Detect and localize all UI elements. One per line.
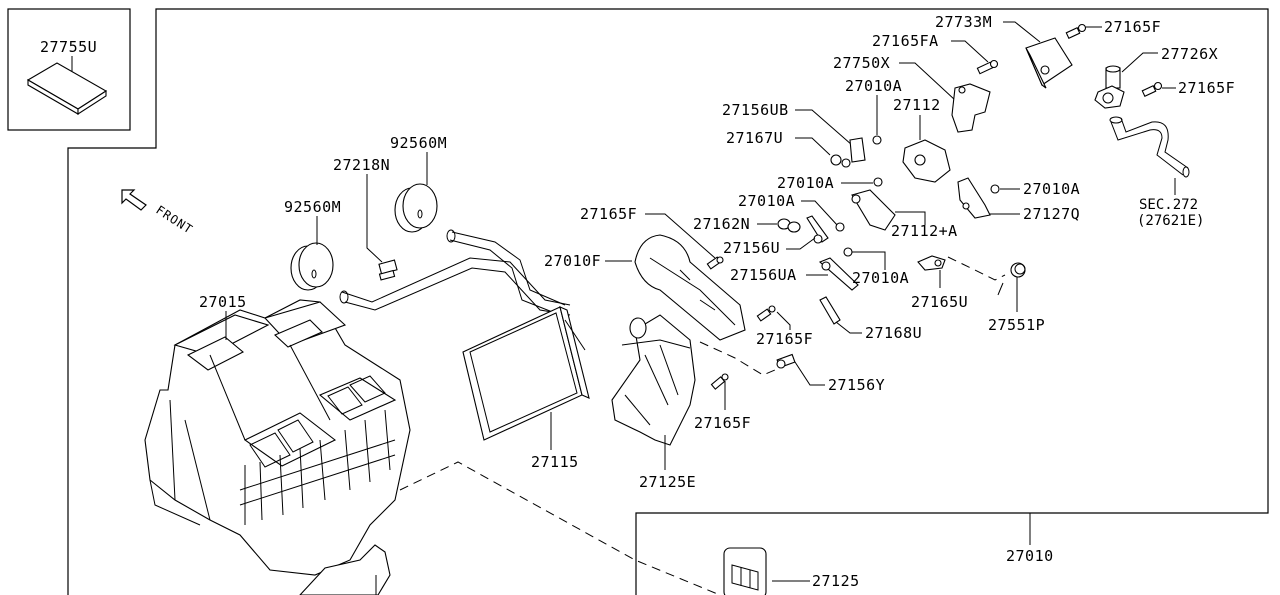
part-label-27551P[interactable]: 27551P (988, 316, 1045, 334)
grille-27125 (723, 547, 767, 595)
actuator-link-27156UB (830, 137, 866, 168)
part-label-27010A-4[interactable]: 27010A (1023, 180, 1080, 198)
part-label-27165F-top[interactable]: 27165F (1104, 18, 1161, 36)
assembly-dash-line (399, 461, 721, 595)
heater-unit-27015 (144, 299, 411, 576)
filter-element-icon (26, 62, 108, 116)
part-label-27165F-low1[interactable]: 27165F (756, 330, 813, 348)
part-label-27010[interactable]: 27010 (1006, 547, 1054, 565)
part-label-27015[interactable]: 27015 (199, 293, 247, 311)
part-label-27733M[interactable]: 27733M (935, 13, 992, 31)
part-label-27162N[interactable]: 27162N (693, 215, 750, 233)
part-label-27125[interactable]: 27125 (812, 572, 860, 590)
part-label-92560M-right[interactable]: 92560M (390, 134, 447, 152)
part-label-27156UB[interactable]: 27156UB (722, 101, 789, 119)
bracket-27750X (951, 83, 991, 133)
grommet-27551P (1010, 262, 1026, 278)
bottom-duct (299, 544, 391, 595)
module-27733M (1025, 37, 1073, 89)
clip-icon (835, 222, 845, 232)
screw-icon (756, 305, 776, 322)
part-label-27127Q[interactable]: 27127Q (1023, 205, 1080, 223)
part-label-27156UA[interactable]: 27156UA (730, 266, 797, 284)
screw-icon (706, 256, 724, 270)
inset-filter-box: 27755U (7, 8, 131, 131)
part-label-27010A-1[interactable]: 27010A (845, 77, 902, 95)
grommet-92560M-left (290, 242, 334, 291)
heater-pipes (339, 229, 571, 316)
part-label-27125E[interactable]: 27125E (639, 473, 696, 491)
grommet-92560M-right (394, 183, 438, 233)
part-label-27165FA[interactable]: 27165FA (872, 32, 939, 50)
part-label-27165F-low2[interactable]: 27165F (694, 414, 751, 432)
valve-27726X (1094, 65, 1125, 109)
part-label-27112[interactable]: 27112 (893, 96, 941, 114)
front-arrow-icon: FRONT (121, 189, 195, 237)
clip-icon (873, 177, 883, 187)
screw-icon (1065, 23, 1087, 39)
part-label-27115[interactable]: 27115 (531, 453, 579, 471)
clip-icon (990, 184, 1000, 194)
screw-icon (1141, 81, 1163, 97)
part-label-92560M-left[interactable]: 92560M (284, 198, 341, 216)
actuator-motor-27112 (902, 139, 951, 183)
lever-27127Q (957, 177, 991, 219)
part-label-27010A-5[interactable]: 27010A (852, 269, 909, 287)
part-label-27156Y[interactable]: 27156Y (828, 376, 885, 394)
part-label-27165U[interactable]: 27165U (911, 293, 968, 311)
hose-sec272 (1109, 116, 1190, 178)
screw-icon (710, 373, 729, 390)
main-frame (67, 8, 1269, 595)
lever-27156U (806, 215, 829, 244)
lever-27156UA (818, 257, 859, 291)
part-label-27167U[interactable]: 27167U (726, 129, 783, 147)
part-label-27010F[interactable]: 27010F (544, 252, 601, 270)
sensor-27165U (917, 255, 946, 271)
part-label-27726X[interactable]: 27726X (1161, 45, 1218, 63)
part-label-27010A-3[interactable]: 27010A (738, 192, 795, 210)
clip-27218N (378, 259, 398, 281)
part-label-27112A[interactable]: 27112+A (891, 222, 958, 240)
part-label-27750X[interactable]: 27750X (833, 54, 890, 72)
bushing-27162N (777, 218, 801, 233)
front-orientation-label: FRONT (153, 203, 195, 237)
part-label-27165F-mid[interactable]: 27165F (580, 205, 637, 223)
part-label-27218N[interactable]: 27218N (333, 156, 390, 174)
part-label-27755U[interactable]: 27755U (40, 38, 97, 56)
lever-27112A (851, 189, 896, 231)
part-label-27165F-right[interactable]: 27165F (1178, 79, 1235, 97)
screw-icon (976, 59, 999, 75)
part-label-27168U[interactable]: 27168U (865, 324, 922, 342)
case-27125E (611, 314, 696, 446)
part-label-27010A-2[interactable]: 27010A (777, 174, 834, 192)
clip-icon (843, 247, 853, 257)
fastener-27156Y (776, 353, 796, 369)
part-label-sec272[interactable]: SEC.272 (1139, 197, 1198, 213)
part-label-27621E[interactable]: (27621E) (1137, 213, 1204, 229)
clip-icon (872, 135, 882, 145)
part-label-27156U[interactable]: 27156U (723, 239, 780, 257)
heater-core-27115 (462, 306, 590, 441)
link-27168U (819, 296, 841, 325)
duct-27010F (634, 234, 746, 341)
